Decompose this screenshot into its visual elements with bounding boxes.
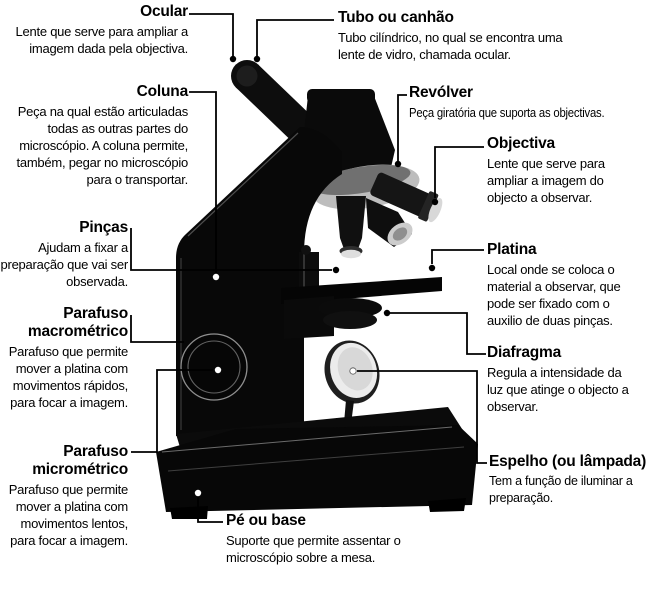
label-revolver-term: Revólver <box>409 84 473 101</box>
label-micrometrico-description: Parafuso que permite mover a platina com… <box>8 482 129 548</box>
leader-macrometrico <box>130 315 184 343</box>
dot-ocular <box>229 55 237 63</box>
label-pebase-description: Suporte que permite assentar o microscóp… <box>226 533 401 565</box>
label-macrometrico: Parafuso macrométrico Parafuso que permi… <box>0 305 129 411</box>
dot-espelho <box>349 367 357 375</box>
coarse-focus-knob <box>180 333 248 401</box>
label-macrometrico-description: Parafuso que permite mover a platina com… <box>8 344 129 410</box>
dot-coluna <box>212 273 220 281</box>
label-revolver: Revólver Peça giratória que suporta as o… <box>409 84 647 122</box>
leader-tubo <box>256 19 334 56</box>
label-tubo-term: Tubo ou canhão <box>338 9 454 26</box>
label-objectiva-description: Lente que serve para ampliar a imagem do… <box>487 156 605 205</box>
objective-vertical <box>336 196 366 252</box>
label-tubo: Tubo ou canhão Tubo cilíndrico, no qual … <box>338 9 578 63</box>
label-platina-description: Local onde se coloca o material a observ… <box>487 262 621 328</box>
dot-diafragma <box>383 309 391 317</box>
label-platina-term: Platina <box>487 241 537 258</box>
dot-micrometrico <box>214 366 222 374</box>
leader-platina <box>431 249 484 264</box>
leader-pincas <box>130 228 332 271</box>
label-espelho-term: Espelho (ou lâmpada) <box>489 453 647 470</box>
label-ocular: Ocular Lente que serve para ampliar a im… <box>0 3 189 57</box>
stage-clip <box>299 252 319 290</box>
dot-pincas <box>332 266 340 274</box>
objective-right-tip <box>428 198 443 223</box>
leader-pebase <box>197 494 223 523</box>
leader-objectiva <box>434 146 484 198</box>
leader-revolver <box>397 94 407 161</box>
arm-highlight <box>187 132 299 237</box>
dot-tubo <box>253 55 261 63</box>
leader-diafragma <box>390 312 486 355</box>
label-pebase-term: Pé ou base <box>226 512 306 529</box>
label-pebase: Pé ou base Suporte que permite assentar … <box>226 512 431 566</box>
objective-right <box>370 172 443 223</box>
dot-pebase <box>194 489 202 497</box>
label-objectiva-term: Objectiva <box>487 135 555 152</box>
eyepiece-lens <box>236 65 258 87</box>
objective-middle-lens <box>392 227 408 241</box>
label-coluna: Coluna Peça na qual estão articuladas to… <box>0 83 189 188</box>
label-coluna-term: Coluna <box>136 83 189 100</box>
label-espelho: Espelho (ou lâmpada) Tem a função de ilu… <box>489 453 647 507</box>
leader-lines <box>130 13 487 523</box>
fine-focus-knob <box>187 340 241 394</box>
microscope-illustration <box>156 60 478 519</box>
stage-clip-knob <box>301 245 311 255</box>
base <box>156 425 478 512</box>
label-micrometrico-term: Parafuso micrométrico <box>32 443 128 478</box>
base-edge-highlight <box>161 426 453 453</box>
label-diafragma-term: Diafragma <box>487 344 562 361</box>
leader-espelho <box>357 370 487 464</box>
label-macrometrico-term: Parafuso macrométrico <box>27 305 128 340</box>
leader-ocular <box>189 13 234 56</box>
label-micrometrico: Parafuso micrométrico Parafuso que permi… <box>0 443 129 549</box>
leader-micrometrico <box>131 369 213 453</box>
objective-vertical-tip <box>341 249 361 259</box>
base-foot-right <box>428 498 466 512</box>
leader-coluna <box>189 91 217 273</box>
dot-revolver <box>394 160 402 168</box>
label-platina: Platina Local onde se coloca o material … <box>487 241 643 329</box>
label-pincas: Pinças Ajudam a fixar a preparação que v… <box>0 219 129 290</box>
diaphragm-disc <box>323 311 377 329</box>
label-objectiva: Objectiva Lente que serve para ampliar a… <box>487 135 621 206</box>
leader-dots <box>194 55 439 497</box>
label-pincas-term: Pinças <box>79 219 128 236</box>
dot-objectiva <box>431 198 439 206</box>
label-diafragma: Diafragma Regula a intensidade da luz qu… <box>487 344 630 415</box>
label-diafragma-description: Regula a intensidade da luz que atinge o… <box>487 365 629 414</box>
label-ocular-term: Ocular <box>140 3 188 20</box>
base-foot-left <box>170 506 208 519</box>
dot-platina <box>428 264 436 272</box>
label-ocular-description: Lente que serve para ampliar a imagem da… <box>15 24 189 56</box>
label-pincas-description: Ajudam a fixar a preparação que vai ser … <box>0 240 129 289</box>
label-tubo-description: Tubo cilíndrico, no qual se encontra uma… <box>338 30 563 62</box>
label-revolver-description: Peça giratória que suporta as objectivas… <box>409 105 605 120</box>
label-espelho-description: Tem a função de iluminar a preparação. <box>489 474 633 505</box>
label-coluna-description: Peça na qual estão articuladas todas as … <box>16 104 189 187</box>
